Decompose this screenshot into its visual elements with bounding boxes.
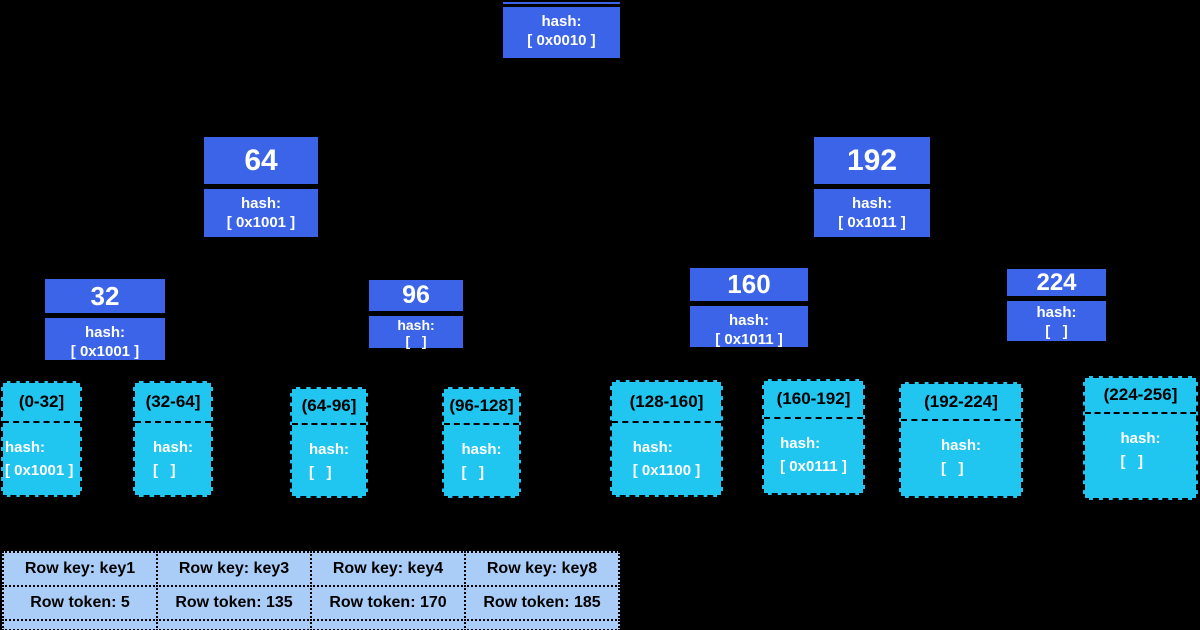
- node-value: 96: [367, 278, 465, 313]
- hash-value: [ 0x1011 ]: [838, 214, 906, 231]
- node-hash: hash: [ ]: [1005, 298, 1108, 343]
- row-token-cell: Row token: 135: [156, 585, 312, 621]
- tree-node-32: 32 hash: [ 0x1001 ]: [43, 277, 167, 362]
- hash-label: hash:: [461, 441, 502, 458]
- leaf-node-64-96: (64-96] hash: [ ]: [290, 387, 368, 498]
- row-token-cell: Row token: 170: [310, 585, 466, 621]
- hash-label: hash:: [728, 312, 769, 329]
- hash-label: hash:: [1036, 304, 1077, 321]
- node-value: 160: [688, 266, 810, 303]
- leaf-range-label: (64-96]: [292, 389, 366, 425]
- hash-value: [ ]: [1120, 453, 1143, 470]
- node-value: 192: [812, 135, 932, 186]
- leaf-node-192-224: (192-224] hash: [ ]: [899, 382, 1023, 498]
- leaf-node-224-256: (224-256] hash: [ ]: [1083, 376, 1198, 500]
- hash-value: [ ]: [405, 333, 427, 349]
- tree-node-root-value-clipped: [501, 0, 622, 7]
- hash-value: [ 0x0111 ]: [780, 458, 847, 475]
- hash-label: hash:: [780, 435, 821, 452]
- leaf-hash: hash: [ ]: [901, 421, 1021, 480]
- leaf-node-96-128: (96-128] hash: [ ]: [442, 387, 521, 498]
- row-clipped-row: [2, 619, 626, 630]
- leaf-range-label: (224-256]: [1085, 378, 1196, 414]
- tree-node-root: hash: [ 0x0010 ]: [501, 0, 622, 60]
- tree-node-root-hash: hash: [ 0x0010 ]: [501, 7, 622, 60]
- hash-value: [ ]: [940, 460, 964, 477]
- node-value: 32: [43, 277, 167, 315]
- node-hash: hash: [ 0x1001 ]: [202, 186, 320, 239]
- leaf-range-label: (160-192]: [764, 381, 863, 419]
- hash-label: hash:: [397, 317, 435, 333]
- leaf-hash: hash: [ ]: [444, 425, 519, 484]
- hash-value: [ ]: [461, 464, 484, 481]
- hash-value: [ 0x0010 ]: [527, 32, 596, 49]
- hash-label: hash:: [240, 195, 281, 212]
- node-value: 224: [1005, 267, 1108, 298]
- hash-label: hash:: [308, 441, 349, 458]
- row-key-token-table: Row key: key1 Row key: key3 Row key: key…: [2, 551, 626, 630]
- tree-node-160: 160 hash: [ 0x1011 ]: [688, 266, 810, 349]
- node-hash: hash: [ 0x1011 ]: [688, 303, 810, 349]
- hash-value: [ 0x1100 ]: [632, 462, 701, 479]
- tree-node-192: 192 hash: [ 0x1011 ]: [812, 135, 932, 239]
- hash-value: [ ]: [152, 462, 176, 479]
- row-key-cell: Row key: key4: [310, 551, 466, 587]
- tree-node-224: 224 hash: [ ]: [1005, 267, 1108, 343]
- hash-value: [ 0x1001 ]: [5, 462, 74, 479]
- node-hash: hash: [ 0x1011 ]: [812, 186, 932, 239]
- leaf-hash: hash: [ ]: [292, 425, 366, 484]
- leaf-node-160-192: (160-192] hash: [ 0x0111 ]: [762, 379, 865, 495]
- leaf-range-label: (96-128]: [444, 389, 519, 425]
- leaf-hash: hash: [ ]: [135, 423, 211, 482]
- leaf-node-32-64: (32-64] hash: [ ]: [133, 381, 213, 497]
- leaf-hash: hash: [ ]: [1085, 414, 1196, 473]
- leaf-range-label: (128-160]: [612, 382, 721, 423]
- tree-node-96: 96 hash: [ ]: [367, 278, 465, 350]
- node-value: 64: [202, 135, 320, 186]
- row-token-cell: Row token: 185: [464, 585, 620, 621]
- hash-label: hash:: [84, 324, 125, 341]
- hash-label: hash:: [851, 195, 892, 212]
- hash-label: hash:: [5, 439, 46, 456]
- hash-label: hash:: [940, 437, 981, 454]
- node-hash: hash: [ 0x1001 ]: [43, 315, 167, 362]
- row-key-cell: Row key: key8: [464, 551, 620, 587]
- leaf-node-0-32: (0-32] hash: [ 0x1001 ]: [1, 381, 82, 497]
- clipped-cell: [2, 619, 158, 630]
- row-key-cell: Row key: key3: [156, 551, 312, 587]
- hash-value: [ 0x1001 ]: [70, 343, 140, 360]
- hash-value: [ 0x1011 ]: [715, 331, 783, 348]
- hash-label: hash:: [152, 439, 193, 456]
- row-key-row: Row key: key1 Row key: key3 Row key: key…: [2, 551, 626, 587]
- leaf-range-label: (32-64]: [135, 383, 211, 423]
- leaf-hash: hash: [ 0x1001 ]: [3, 423, 80, 482]
- hash-value: [ ]: [308, 464, 332, 481]
- clipped-cell: [464, 619, 620, 630]
- leaf-node-128-160: (128-160] hash: [ 0x1100 ]: [610, 380, 723, 497]
- leaf-hash: hash: [ 0x0111 ]: [764, 419, 863, 478]
- hash-value: [ ]: [1045, 323, 1068, 340]
- clipped-cell: [156, 619, 312, 630]
- hash-label: hash:: [541, 13, 582, 30]
- leaf-hash: hash: [ 0x1100 ]: [612, 423, 721, 482]
- hash-label: hash:: [1120, 430, 1161, 447]
- clipped-cell: [310, 619, 466, 630]
- row-key-cell: Row key: key1: [2, 551, 158, 587]
- leaf-range-label: (0-32]: [3, 383, 80, 423]
- leaf-range-label: (192-224]: [901, 384, 1021, 421]
- row-token-row: Row token: 5 Row token: 135 Row token: 1…: [2, 585, 626, 621]
- node-hash: hash: [ ]: [367, 313, 465, 350]
- hash-value: [ 0x1001 ]: [226, 214, 296, 231]
- tree-node-64: 64 hash: [ 0x1001 ]: [202, 135, 320, 239]
- hash-label: hash:: [632, 439, 673, 456]
- row-token-cell: Row token: 5: [2, 585, 158, 621]
